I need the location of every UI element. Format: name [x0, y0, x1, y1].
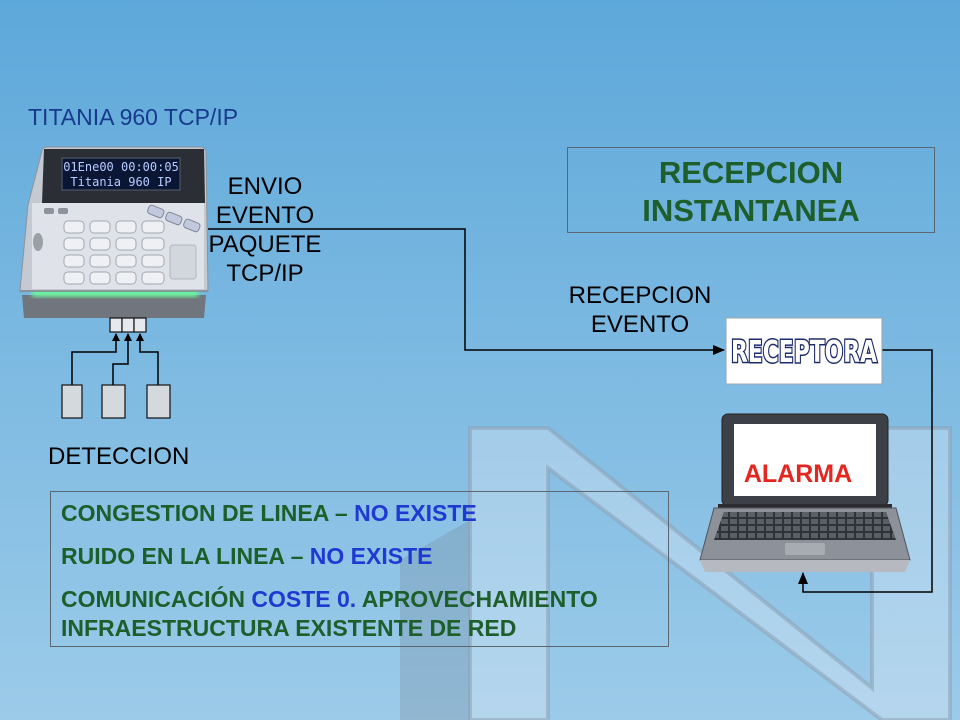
keypad-lcd — [61, 157, 181, 191]
keypad-key — [141, 237, 165, 251]
laptop: ALARMA — [699, 413, 911, 572]
device-title: TITANIA 960 TCP/IP — [28, 104, 239, 130]
detector-wires — [71, 333, 159, 385]
keypad-key — [63, 271, 85, 285]
laptop-screen — [734, 424, 876, 496]
laptop-alarm-label: ALARMA — [744, 460, 852, 488]
keypad-device: 01Ene00 00:00:05 Titania 960 IP — [19, 146, 209, 318]
laptop-touchpad — [785, 543, 825, 555]
laptop-keys — [714, 512, 896, 540]
connector-block — [109, 317, 147, 333]
receiver-box: RECEPTORA — [725, 317, 883, 385]
note-text: RUIDO EN LA LINEA – — [61, 543, 310, 569]
receive-label-line: EVENTO — [590, 311, 690, 338]
keypad-speaker — [169, 244, 197, 280]
send-event-label: ENVIO EVENTO PAQUETE TCP/IP — [190, 172, 340, 288]
receive-event-label: RECEPCION EVENTO — [550, 281, 730, 339]
send-label-line: EVENTO — [215, 202, 315, 229]
detectors — [61, 384, 171, 419]
laptop-front-edge — [700, 560, 910, 572]
keypad-key — [89, 237, 111, 251]
keypad-function-key — [183, 218, 201, 233]
receiver-frame — [725, 317, 883, 385]
detector — [146, 384, 171, 419]
send-label-line: ENVIO — [227, 173, 303, 200]
keypad-function-keys — [147, 204, 201, 233]
keypad-key — [115, 254, 137, 268]
note-highlight: NO EXISTE — [354, 500, 477, 526]
note-text: COMUNICACIÓN — [61, 586, 252, 612]
keypad-key — [115, 220, 137, 234]
keypad-key — [63, 237, 85, 251]
headline-line: INSTANTANEA — [642, 193, 860, 228]
keypad-key — [115, 271, 137, 285]
send-label-line: TCP/IP — [226, 260, 304, 287]
keypad-function-key — [147, 204, 165, 219]
connector-slot — [121, 317, 135, 333]
alarm-flow-line — [798, 349, 933, 593]
note-text: APROVECHAMIENTO INFRAESTRUCTURA EXISTENT… — [61, 586, 598, 641]
keypad-key — [141, 220, 165, 234]
headline-line: RECEPCION — [658, 155, 844, 190]
keypad-key — [89, 220, 111, 234]
background-logo — [400, 426, 952, 720]
detector-wire — [71, 333, 120, 385]
detection-label: DETECCION — [48, 443, 190, 470]
connector-slot — [133, 317, 147, 333]
event-flow-line — [208, 228, 725, 355]
keypad-key — [115, 237, 137, 251]
keypad-base — [22, 295, 206, 318]
lcd-line-2: Titania 960 IP — [70, 175, 171, 189]
detector-wire — [136, 333, 159, 385]
keypad-key — [141, 271, 165, 285]
keypad-key — [89, 254, 111, 268]
detector — [101, 384, 126, 419]
laptop-hinge — [718, 504, 892, 510]
note-highlight: COSTE 0. — [251, 586, 357, 612]
keypad-indicator — [44, 208, 54, 214]
send-label-line: PAQUETE — [208, 231, 322, 258]
detector — [61, 384, 83, 419]
logo-n-shape — [468, 426, 952, 720]
notes-box: CONGESTION DE LINEA – NO EXISTE RUIDO EN… — [50, 491, 669, 647]
keypad-key — [141, 254, 165, 268]
keypad-key — [63, 254, 85, 268]
receive-label-line: RECEPCION — [568, 282, 712, 309]
note-item: RUIDO EN LA LINEA – NO EXISTE — [61, 542, 658, 571]
lcd-line-1: 01Ene00 00:00:05 — [63, 160, 179, 174]
detector-wire — [112, 333, 132, 385]
keypad-key — [89, 271, 111, 285]
headline-box: RECEPCION INSTANTANEA — [567, 147, 935, 233]
connector-slot — [109, 317, 123, 333]
logo-shadow — [400, 520, 470, 720]
note-text: CONGESTION DE LINEA – — [61, 500, 355, 526]
note-highlight: NO EXISTE — [309, 543, 433, 569]
note-item: CONGESTION DE LINEA – NO EXISTE — [61, 499, 658, 528]
keypad-key — [63, 220, 85, 234]
receiver-label: RECEPTORA — [731, 335, 878, 370]
keypad-function-key — [165, 211, 183, 226]
note-item: COMUNICACIÓN COSTE 0. APROVECHAMIENTO IN… — [61, 585, 658, 643]
keypad-indicator — [58, 208, 68, 214]
keypad-keys — [63, 220, 165, 285]
keypad-side-knob — [33, 233, 43, 251]
